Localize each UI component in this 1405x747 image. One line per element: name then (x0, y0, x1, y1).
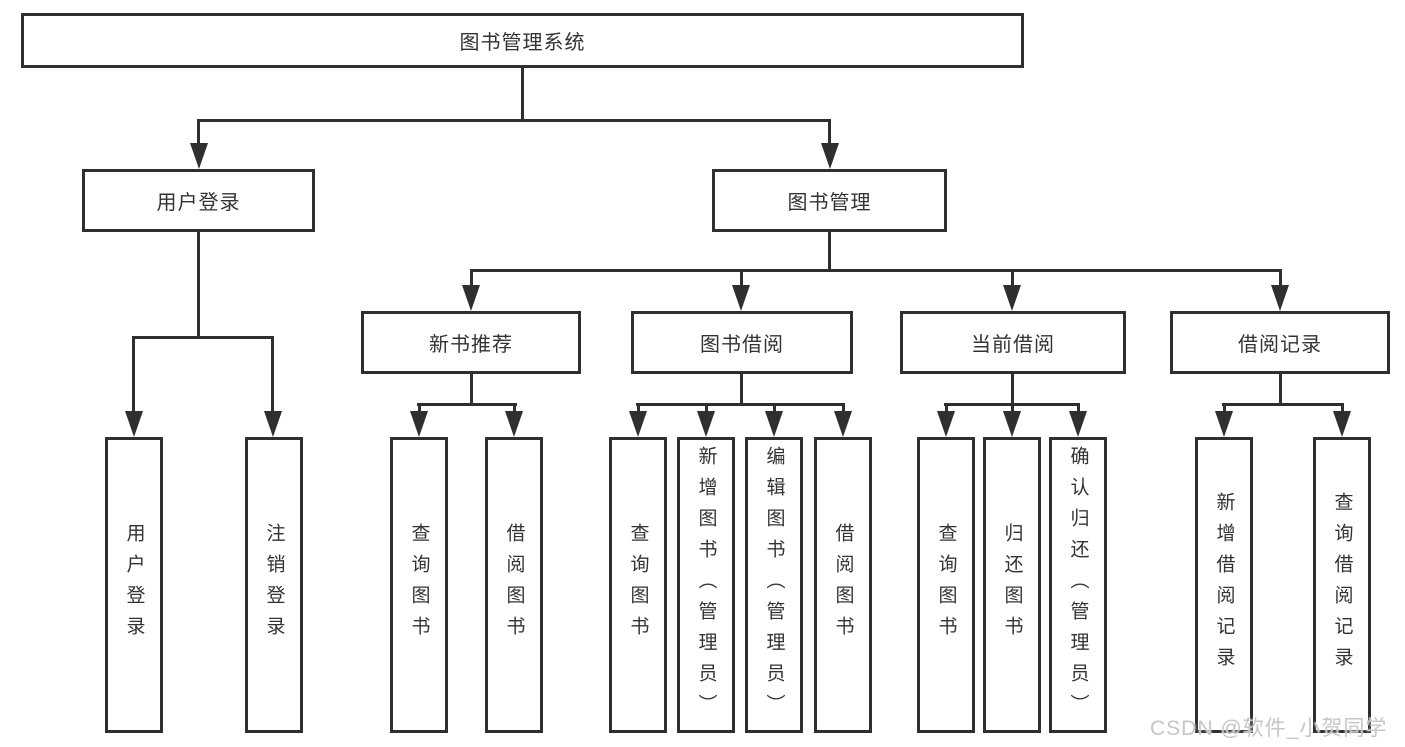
leaf-logout-label: 注销登录 (263, 523, 285, 647)
leaf-current-return-books: 归还图书 (983, 437, 1041, 733)
connector-borrowing-trunk (740, 372, 743, 405)
leaf-borrow-add-books-admin: 新增图书（管理员） (677, 437, 735, 733)
arrowhead-current-query (937, 411, 955, 437)
arrowhead-borrow-records (1271, 285, 1289, 311)
leaf-user-login: 用户登录 (105, 437, 163, 733)
connector-stem-newbook-query (418, 403, 421, 415)
connector-stem-book-borrowing (740, 269, 743, 289)
leaf-borrow-query-books-label: 查询图书 (627, 523, 649, 647)
connector-stem-current-return (1011, 403, 1014, 415)
connector-user-login-trunk (197, 230, 200, 338)
arrowhead-user-login (190, 143, 208, 169)
connector-stem-leaf-logout (271, 336, 274, 412)
connector-stem-borrowing-borrow (842, 403, 845, 415)
connector-stem-borrow-records (1279, 269, 1282, 289)
arrowhead-borrowing-edit (765, 411, 783, 437)
connector-newbook-rail (417, 403, 517, 406)
connector-stem-borrowing-edit (773, 403, 776, 415)
arrowhead-leaf-logout (264, 411, 282, 437)
leaf-borrow-edit-books-admin-label: 编辑图书（管理员） (763, 445, 785, 725)
leaf-current-return-books-label: 归还图书 (1001, 523, 1023, 647)
leaf-current-confirm-return-admin-label: 确认归还（管理员） (1067, 445, 1089, 725)
leaf-current-query-books-label: 查询图书 (935, 523, 957, 647)
arrowhead-current-confirm (1069, 411, 1087, 437)
leaf-current-confirm-return-admin: 确认归还（管理员） (1049, 437, 1107, 733)
node-new-book-recommend: 新书推荐 (361, 311, 581, 374)
connector-stem-newbook-borrow (513, 403, 516, 415)
connector-stem-borrowing-query (637, 403, 640, 415)
node-user-login: 用户登录 (82, 169, 315, 232)
node-borrow-records: 借阅记录 (1170, 311, 1390, 374)
arrowhead-borrowing-borrow (834, 411, 852, 437)
leaf-record-query-record: 查询借阅记录 (1313, 437, 1371, 733)
leaf-borrow-borrow-books-label: 借阅图书 (832, 523, 854, 647)
connector-records-rail (1222, 403, 1344, 406)
connector-current-trunk (1011, 372, 1014, 405)
connector-stem-user-login (197, 119, 200, 147)
connector-stem-current-borrowing (1011, 269, 1014, 289)
leaf-newbook-query-books-label: 查询图书 (408, 523, 430, 647)
arrowhead-newbook-query (410, 411, 428, 437)
arrowhead-borrowing-query (629, 411, 647, 437)
connector-book-management-trunk (828, 230, 831, 271)
node-book-management: 图书管理 (712, 169, 947, 232)
csdn-watermark: CSDN @软件_小贺同学 (1150, 717, 1388, 740)
node-current-borrowing: 当前借阅 (900, 311, 1126, 374)
leaf-borrow-query-books: 查询图书 (609, 437, 667, 733)
connector-stem-leaf-user-login (132, 336, 135, 412)
leaf-newbook-borrow-books-label: 借阅图书 (503, 523, 525, 647)
arrowhead-leaf-user-login (125, 411, 143, 437)
connector-root-trunk (521, 66, 524, 121)
node-book-borrowing: 图书借阅 (631, 311, 853, 374)
leaf-logout: 注销登录 (245, 437, 303, 733)
connector-borrowing-rail (636, 403, 845, 406)
connector-level2-rail (197, 119, 831, 122)
leaf-borrow-edit-books-admin: 编辑图书（管理员） (745, 437, 803, 733)
leaf-record-add-record-label: 新增借阅记录 (1213, 492, 1235, 678)
leaf-record-add-record: 新增借阅记录 (1195, 437, 1253, 733)
leaf-borrow-borrow-books: 借阅图书 (814, 437, 872, 733)
arrowhead-current-return (1003, 411, 1021, 437)
connector-records-trunk (1279, 372, 1282, 405)
arrowhead-newbook-borrow (505, 411, 523, 437)
connector-stem-new-book-recommend (470, 269, 473, 289)
leaf-newbook-borrow-books: 借阅图书 (485, 437, 543, 733)
connector-newbook-trunk (470, 372, 473, 405)
arrowhead-records-query (1333, 411, 1351, 437)
arrowhead-current-borrowing (1003, 285, 1021, 311)
connector-stem-borrowing-add (705, 403, 708, 415)
connector-stem-current-query (945, 403, 948, 415)
connector-stem-current-confirm (1077, 403, 1080, 415)
connector-stem-book-management (828, 119, 831, 147)
connector-stem-records-query (1341, 403, 1344, 415)
node-library-system: 图书管理系统 (21, 13, 1024, 68)
arrowhead-book-management (821, 143, 839, 169)
connector-level3-rail (470, 269, 1281, 272)
arrowhead-records-add (1215, 411, 1233, 437)
arrowhead-book-borrowing (732, 285, 750, 311)
leaf-borrow-add-books-admin-label: 新增图书（管理员） (695, 445, 717, 725)
leaf-user-login-label: 用户登录 (123, 523, 145, 647)
arrowhead-borrowing-add (697, 411, 715, 437)
leaf-current-query-books: 查询图书 (917, 437, 975, 733)
leaf-record-query-record-label: 查询借阅记录 (1331, 492, 1353, 678)
leaf-newbook-query-books: 查询图书 (390, 437, 448, 733)
arrowhead-new-book-recommend (462, 285, 480, 311)
connector-user-login-rail (132, 336, 274, 339)
connector-stem-records-add (1223, 403, 1226, 415)
